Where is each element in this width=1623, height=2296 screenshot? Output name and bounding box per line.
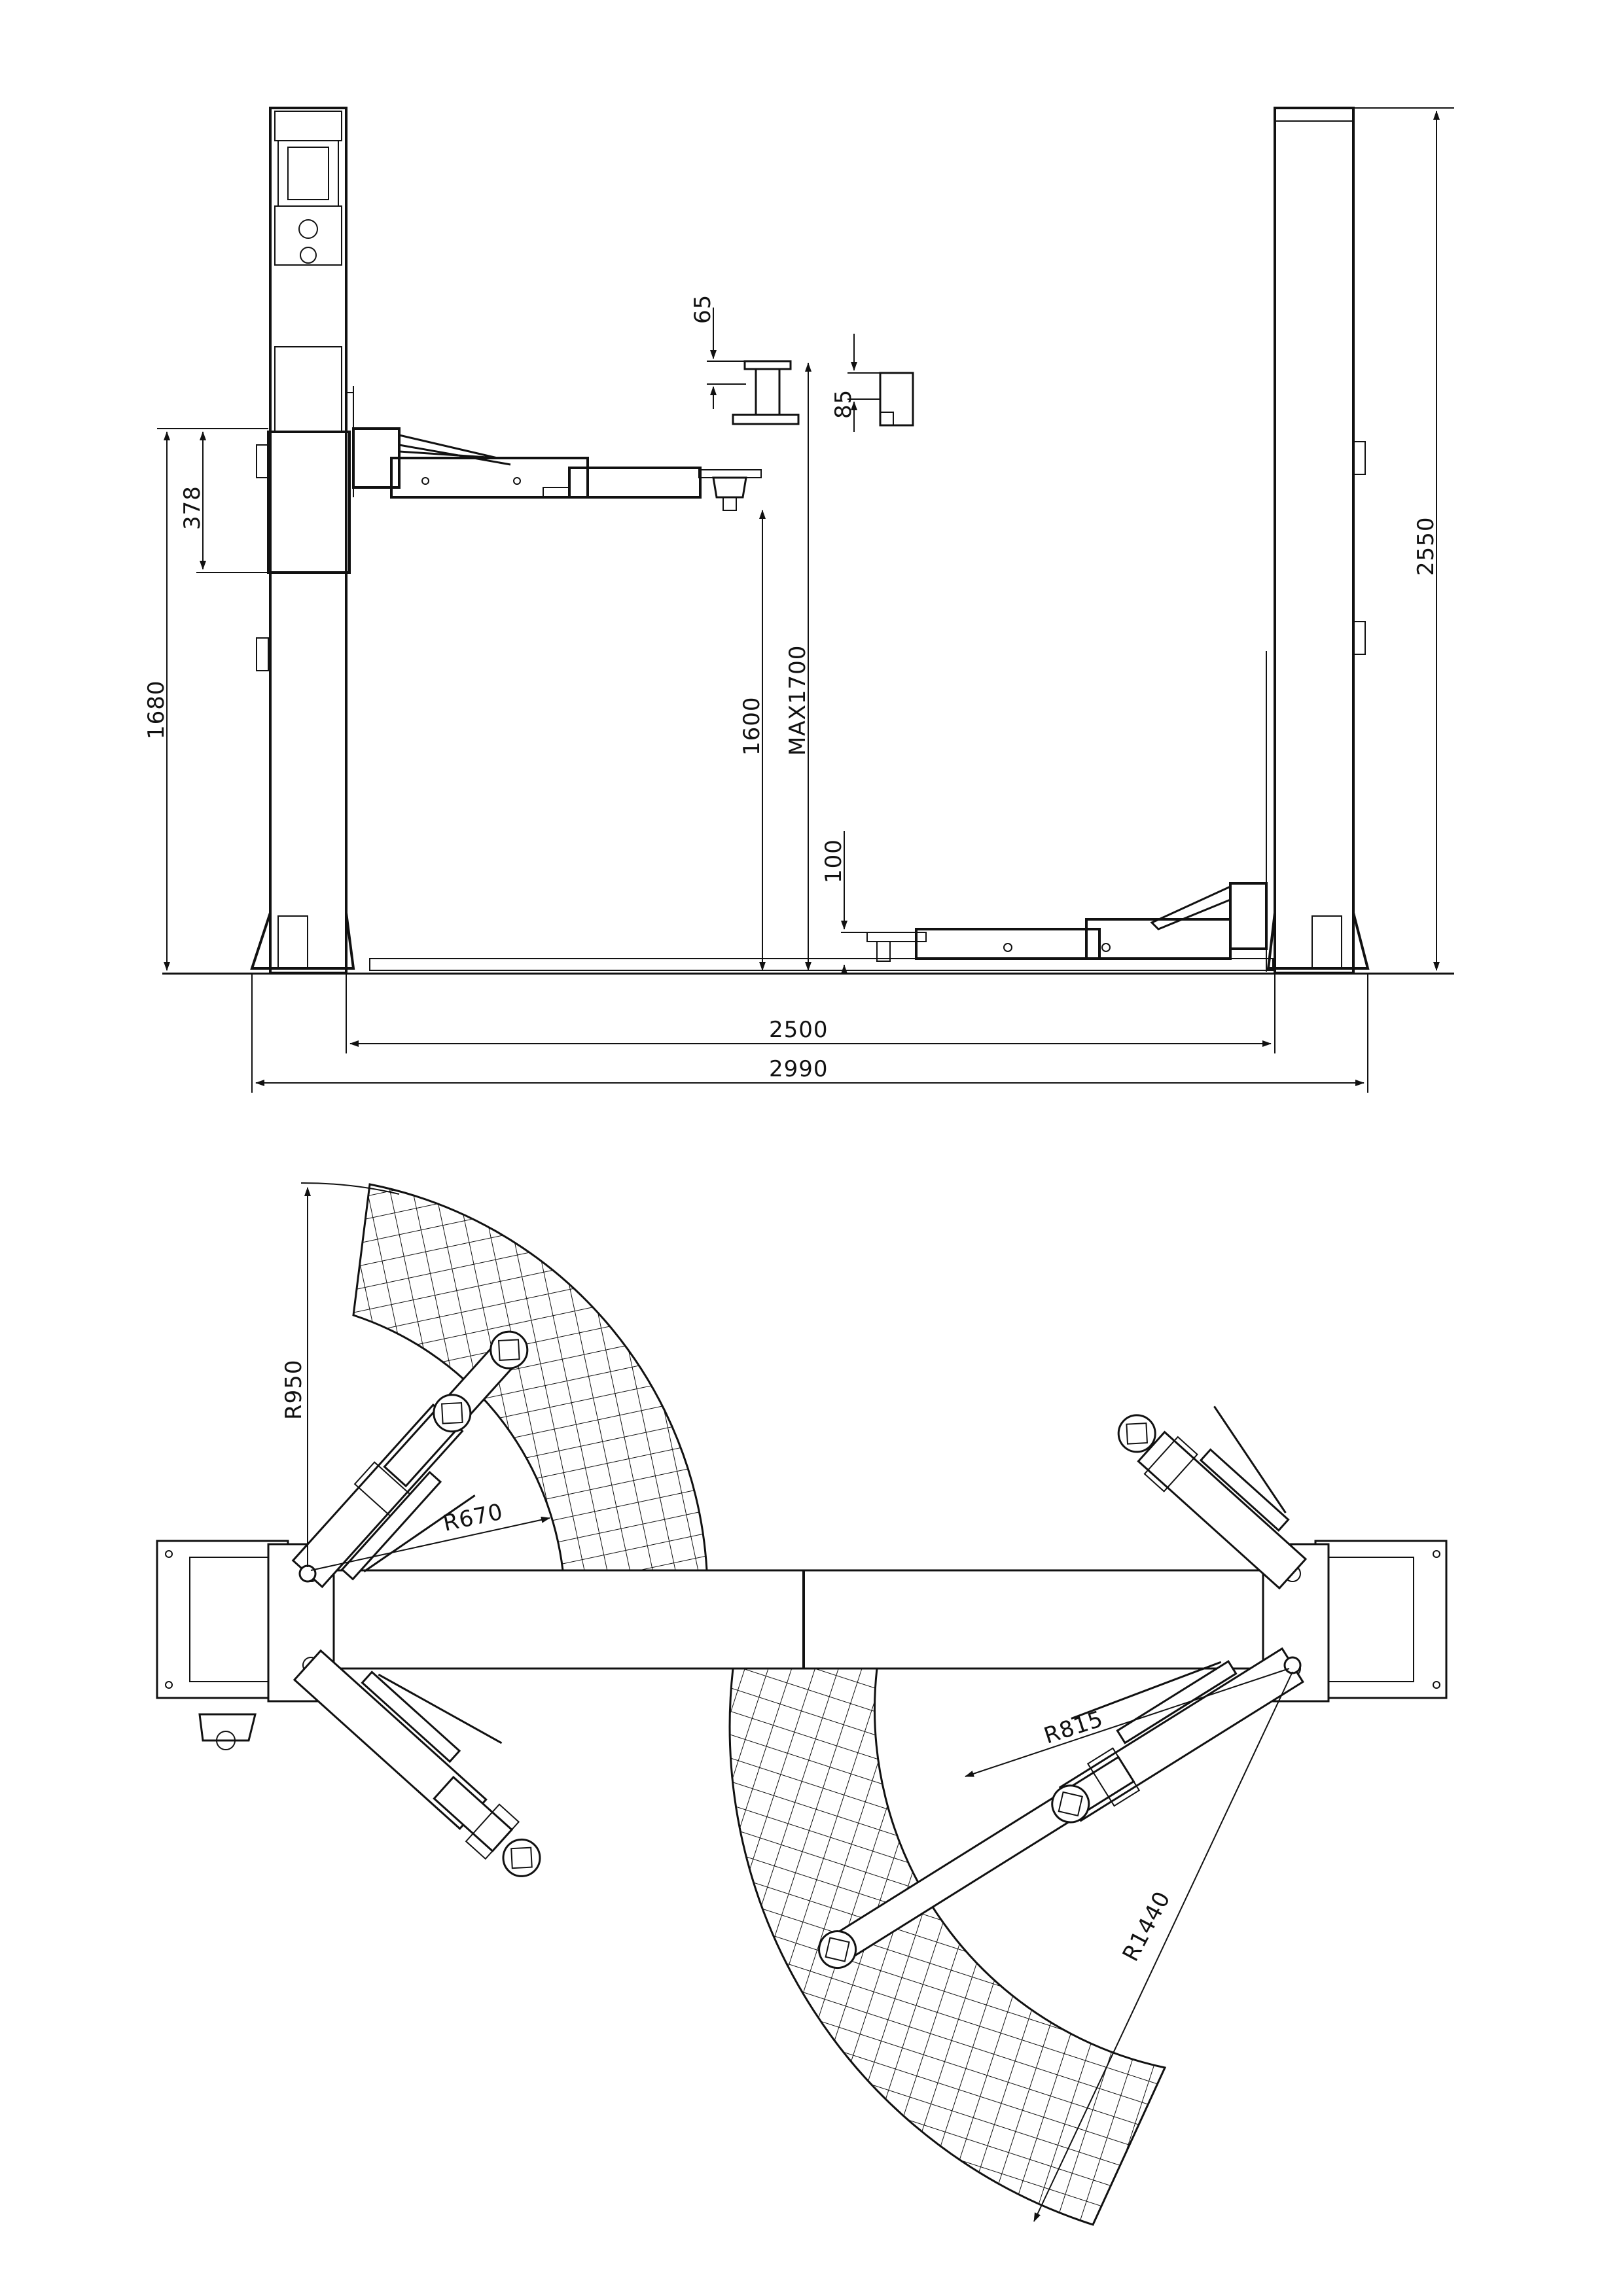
sweep-area-right bbox=[728, 1667, 1167, 2226]
right-lowered-arm bbox=[369, 882, 1274, 971]
dim-65: 65 bbox=[690, 294, 746, 409]
label-max1700: MAX1700 bbox=[785, 645, 811, 756]
pad-front-left-inner bbox=[433, 1394, 472, 1433]
arm-rear-right bbox=[818, 1647, 1304, 1969]
arm-front-left bbox=[291, 1330, 529, 1589]
dim-r950: R950 bbox=[281, 1182, 400, 1567]
lift-pad-detail bbox=[732, 360, 914, 427]
dim-2500: 2500 bbox=[346, 974, 1275, 1053]
dim-max1700: MAX1700 bbox=[785, 362, 812, 971]
pivot-right bbox=[1283, 1656, 1302, 1674]
pivot-left bbox=[298, 1564, 317, 1583]
label-85: 85 bbox=[830, 389, 857, 419]
crossbeam bbox=[332, 1569, 1291, 1670]
pad-front-right bbox=[1117, 1414, 1156, 1453]
dim-carriage-height: 378 bbox=[157, 428, 268, 573]
elevation-view: 2550 378 1680 65 85 bbox=[143, 107, 1454, 1093]
label-r950: R950 bbox=[281, 1359, 307, 1420]
arm-front-right bbox=[1117, 1405, 1308, 1590]
label-1600: 1600 bbox=[739, 696, 765, 756]
pad-front-left-outer bbox=[490, 1330, 529, 1369]
left-column bbox=[250, 107, 355, 974]
dim-1600: 1600 bbox=[739, 510, 766, 971]
label-2500: 2500 bbox=[769, 1017, 829, 1043]
dim-100: 100 bbox=[821, 831, 870, 974]
dim-column-height: 2550 bbox=[1353, 107, 1454, 971]
left-raised-arm bbox=[352, 427, 762, 511]
label-2550: 2550 bbox=[1413, 516, 1439, 576]
pad-rear-right-inner bbox=[1051, 1784, 1090, 1824]
dim-2990: 2990 bbox=[251, 974, 1368, 1093]
label-65: 65 bbox=[690, 294, 716, 324]
right-column bbox=[1266, 107, 1370, 974]
label-100: 100 bbox=[821, 839, 847, 883]
arm-rear-left bbox=[293, 1649, 541, 1877]
dim-85: 85 bbox=[830, 334, 880, 432]
label-r1440: R1440 bbox=[1118, 1887, 1176, 1966]
plan-view: R950 R670 R815 R1440 bbox=[156, 1182, 1448, 2226]
label-r815: R815 bbox=[1041, 1706, 1106, 1750]
pad-rear-right-outer bbox=[818, 1930, 857, 1969]
dim-1680: 1680 bbox=[143, 431, 170, 971]
label-1680: 1680 bbox=[143, 680, 169, 739]
sweep-area-left bbox=[352, 1183, 708, 1572]
label-2990: 2990 bbox=[769, 1056, 829, 1082]
label-r670: R670 bbox=[441, 1498, 506, 1536]
pad-rear-left bbox=[502, 1838, 541, 1877]
label-378: 378 bbox=[179, 486, 205, 530]
